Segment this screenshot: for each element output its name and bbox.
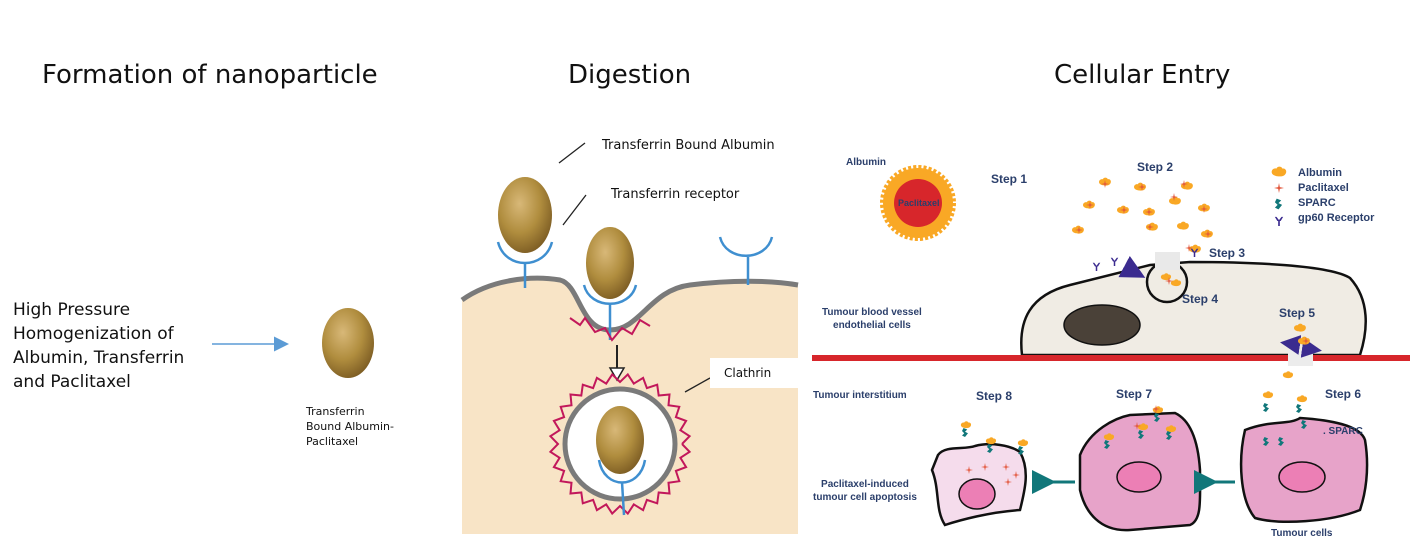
tumour-nucleus (1278, 461, 1326, 493)
step-6-label: Step 6 (1325, 387, 1362, 401)
clathrin-coat (569, 316, 651, 342)
product-label: Transferrin Bound Albumin- Paclitaxel (306, 404, 394, 449)
homogenization-text: High Pressure Homogenization of Albumin,… (13, 298, 184, 394)
label-transferrin-receptor: Transferrin receptor (611, 187, 740, 202)
cellular-entry-title: Cellular Entry (1054, 60, 1231, 90)
label-transferrin-bound-albumin: Transferrin Bound Albumin (602, 138, 775, 153)
step-2-label: Step 2 (1137, 160, 1174, 174)
transferrin-albumin-particle (596, 406, 644, 474)
process-line: High Pressure (13, 300, 131, 320)
nanoparticle-image (322, 308, 374, 378)
legend-item-gp60-receptor: gp60 Receptor (1298, 212, 1375, 224)
label-sparc: . SPARC (1323, 426, 1363, 437)
process-line: Albumin, Transferrin (13, 348, 185, 368)
endothelial-nucleus (1063, 304, 1141, 346)
label-paclitaxel: Paclitaxel (898, 198, 940, 208)
tumour-nucleus (1116, 461, 1162, 493)
digestion-title: Digestion (568, 60, 692, 90)
blood-vessel-wall (812, 355, 1410, 361)
label-albumin: Albumin (846, 157, 886, 168)
label-line: endothelial cells (833, 320, 911, 331)
paclitaxel-icon (1274, 183, 1284, 193)
transferrin-receptor (582, 284, 638, 305)
step-8-label: Step 8 (976, 389, 1013, 403)
cellular-entry-illustration (812, 165, 1410, 532)
legend-item-albumin: Albumin (1298, 167, 1342, 179)
process-line: and Paclitaxel (13, 372, 131, 392)
transferrin-receptor (718, 236, 774, 257)
digestion-illustration (460, 142, 799, 534)
label-tumour-interstitium: Tumour interstitium (813, 390, 907, 401)
label-line: Paclitaxel-induced (821, 479, 909, 490)
apoptotic-nucleus (958, 478, 996, 510)
step-1-label: Step 1 (991, 172, 1028, 186)
label-apoptosis: Paclitaxel-induced tumour cell apoptosis (813, 478, 917, 504)
sparc-icon (1274, 198, 1283, 210)
paclitaxel-core (894, 179, 942, 227)
legend-item-sparc: SPARC (1298, 197, 1336, 209)
albumin-icon (1271, 166, 1287, 177)
transferrin-albumin-particle (498, 177, 552, 253)
product-label-line: Paclitaxel (306, 435, 359, 448)
clathrin-label-box (710, 358, 798, 388)
label-clathrin: Clathrin (724, 366, 772, 380)
legend-item-paclitaxel: Paclitaxel (1298, 182, 1349, 194)
process-line: Homogenization of (13, 324, 174, 344)
label-line: Tumour blood vessel (822, 307, 922, 318)
label-tumour-cells: Tumour cells (1271, 528, 1333, 539)
gp60-receptor-icon (1274, 216, 1284, 226)
product-label-line: Transferrin (306, 405, 365, 418)
step-3-label: Step 3 (1209, 246, 1246, 260)
legend: Albumin Paclitaxel SPARC gp60 Receptor (1298, 166, 1374, 226)
transferrin-albumin-particle (586, 227, 634, 299)
step-7-label: Step 7 (1116, 387, 1153, 401)
label-endothelial-cells: Tumour blood vessel endothelial cells (822, 306, 922, 332)
step-4-label: Step 4 (1182, 292, 1219, 306)
product-label-line: Bound Albumin- (306, 420, 394, 433)
label-line: tumour cell apoptosis (813, 492, 917, 503)
clathrin-coat (548, 372, 692, 516)
formation-title: Formation of nanoparticle (42, 60, 378, 90)
step-5-label: Step 5 (1279, 306, 1316, 320)
